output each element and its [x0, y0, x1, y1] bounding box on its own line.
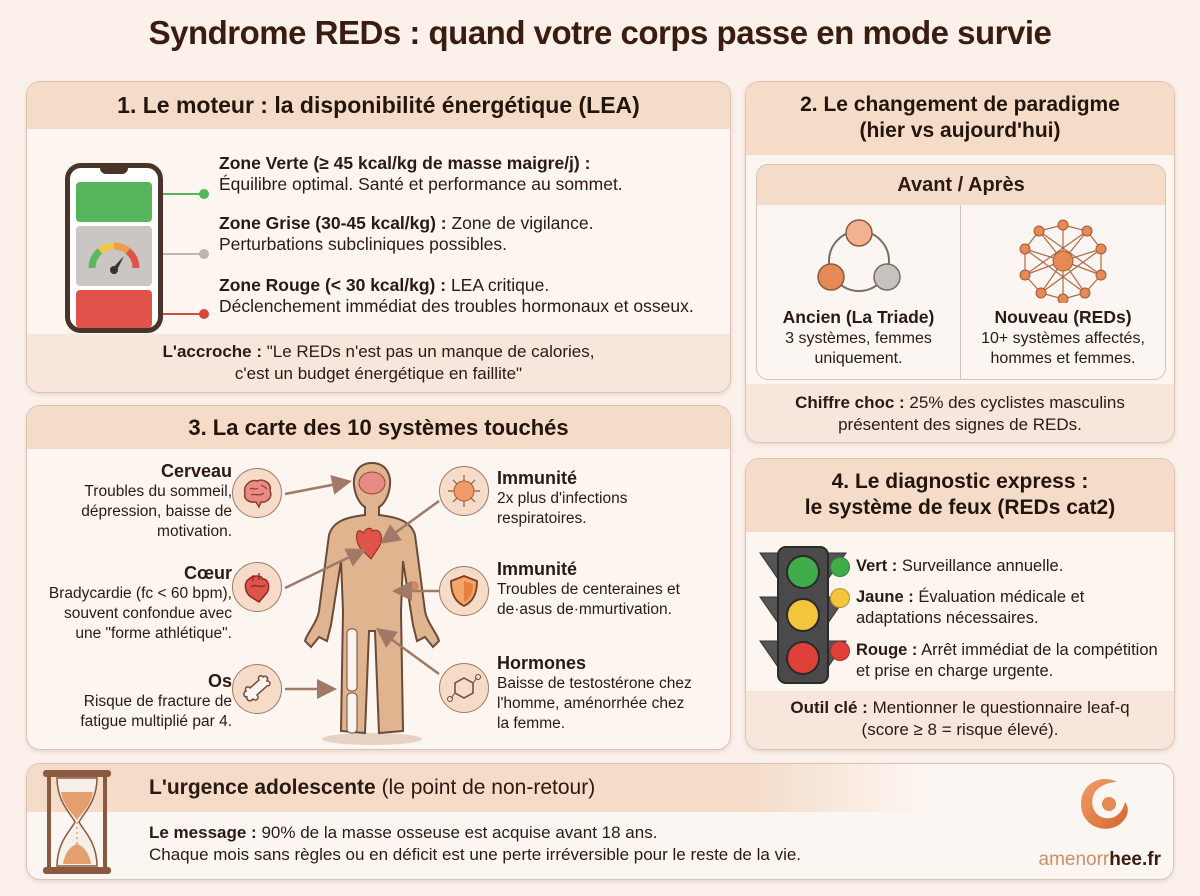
multi-system-network-icon [1019, 219, 1107, 303]
traffic-light-icon [759, 546, 847, 684]
page-title: Syndrome REDs : quand votre corps passe … [148, 14, 1052, 51]
system-bone: Os Risque de fracture de fatigue multipl… [80, 671, 232, 730]
molecule-icon [439, 663, 489, 713]
systems-map-card: 3. La carte des 10 systèmes touchés Cerv… [26, 405, 731, 750]
diagnostic-card: 4. Le diagnostic express : le système de… [745, 458, 1175, 750]
light-green: Vert : Surveillance annuelle. [830, 556, 1168, 577]
adolescent-urgency-card: L'urgence adolescente (le point de non-r… [26, 763, 1174, 880]
hook-quote: L'accroche : "Le REDs n'est pas un manqu… [27, 334, 730, 392]
light-red: Rouge : Arrêt immédiat de la compétition… [830, 640, 1168, 682]
swirl-logo-icon [1081, 778, 1128, 829]
light-yellow: Jaune : Évaluation médicale et adaptatio… [830, 587, 1168, 629]
before-after-panel: Avant / Après Ancien (La Triade) 3 systè… [756, 164, 1166, 380]
diagnostic-heading: 4. Le diagnostic express : le système de… [746, 459, 1174, 532]
system-heart: Cœur Bradycardie (fc < 60 bpm), souvent … [48, 563, 232, 642]
urgency-heading: L'urgence adolescente (le point de non-r… [27, 764, 927, 812]
zone-red: Zone Rouge (< 30 kcal/kg) : LEA critique… [219, 275, 694, 316]
shield-icon [439, 566, 489, 616]
before-column: Ancien (La Triade) 3 systèmes, femmes un… [757, 205, 961, 379]
systems-heading: 3. La carte des 10 systèmes touchés [27, 406, 730, 449]
urgency-message: Le message : 90% de la masse osseuse est… [149, 823, 802, 864]
system-brain: Cerveau Troubles du sommeil, dépression,… [81, 461, 232, 540]
paradigm-card: 2. Le changement de paradigme (hier vs a… [745, 81, 1175, 443]
lea-card: 1. Le moteur : la disponibilité énergéti… [26, 81, 731, 393]
lea-heading: 1. Le moteur : la disponibilité énergéti… [27, 82, 730, 129]
key-tool: Outil clé : Mentionner le questionnaire … [746, 691, 1174, 749]
before-after-heading: Avant / Après [757, 165, 1165, 205]
hourglass-icon [43, 770, 111, 874]
system-hormones: Hormones Baisse de testostérone chez l'h… [497, 653, 692, 732]
brand-logo-text: amenorrhee.fr [1038, 849, 1162, 870]
system-immunity-infections: Immunité 2x plus d'infections respiratoi… [497, 468, 628, 527]
bone-icon [232, 664, 282, 714]
virus-icon [439, 466, 489, 516]
brain-icon [232, 468, 282, 518]
smartphone-gauge-icon [65, 163, 163, 333]
triad-network-icon [817, 219, 901, 292]
connector-arrows [284, 475, 440, 699]
zone-grey: Zone Grise (30-45 kcal/kg) : Zone de vig… [219, 213, 594, 254]
shock-stat: Chiffre choc : 25% des cyclistes masculi… [746, 384, 1174, 442]
heart-icon [232, 562, 282, 612]
zone-green: Zone Verte (≥ 45 kcal/kg de masse maigre… [219, 153, 623, 194]
human-body-icon [303, 461, 441, 745]
system-immunity-troubles: Immunité Troubles de centeraines et de·a… [497, 559, 680, 618]
after-column: Nouveau (REDs) 10+ systèmes affectés, ho… [961, 205, 1165, 379]
green-light-icon [830, 557, 850, 577]
yellow-light-icon [830, 588, 850, 608]
red-light-icon [830, 641, 850, 661]
paradigm-heading: 2. Le changement de paradigme (hier vs a… [746, 82, 1174, 155]
